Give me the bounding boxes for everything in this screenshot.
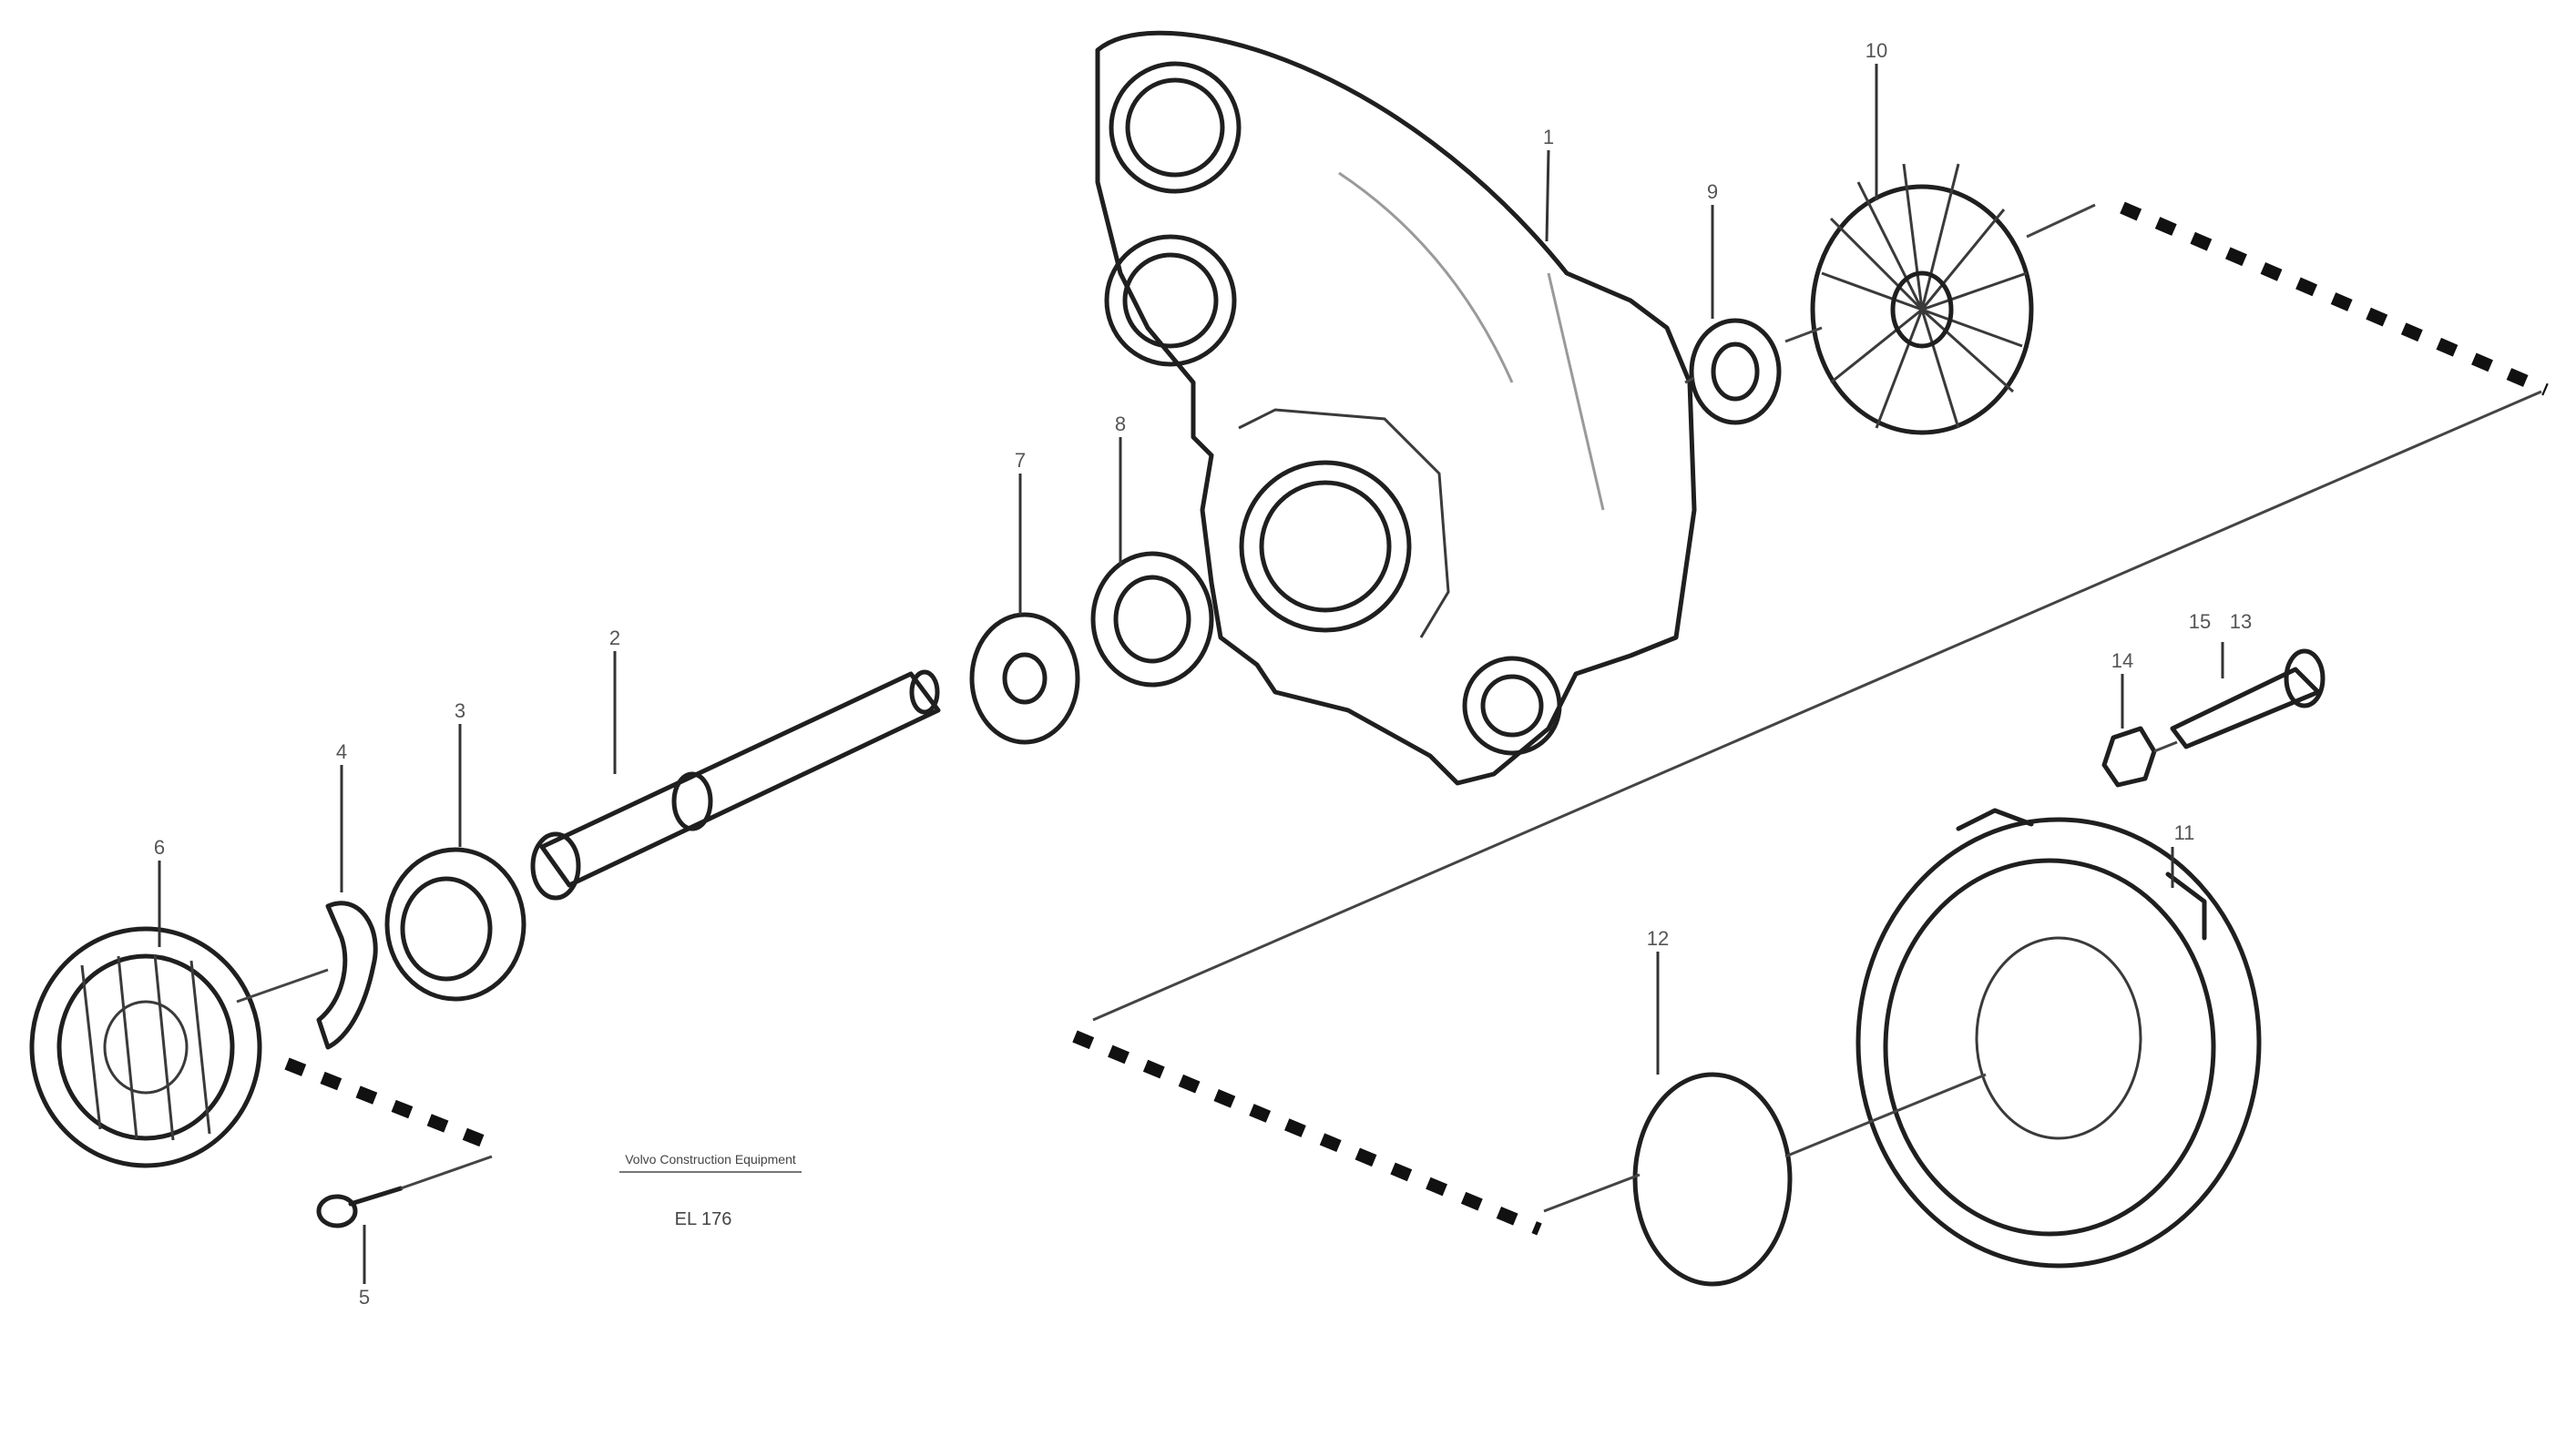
- callout-3: 3: [455, 699, 465, 722]
- callout-7: 7: [1015, 449, 1026, 472]
- callout-15: 15: [2189, 610, 2211, 633]
- callout-1: 1: [1543, 126, 1554, 148]
- callout-4: 4: [336, 740, 347, 763]
- callout-13: 13: [2230, 610, 2252, 633]
- callout-6: 6: [154, 836, 165, 859]
- spacer-7: [969, 612, 1080, 745]
- reference-code: EL 176: [675, 1209, 732, 1229]
- drive-gear: [29, 926, 262, 1168]
- assembly-axes: [236, 203, 2542, 1213]
- bolt: [316, 1186, 404, 1228]
- bearing-3: [384, 847, 526, 1002]
- callout-12: 12: [1647, 927, 1669, 950]
- reference-caption: Volvo Construction Equipment: [625, 1152, 796, 1167]
- callout-9: 9: [1707, 180, 1718, 203]
- callout-14: 14: [2111, 649, 2133, 672]
- reference-block: Volvo Construction Equipment EL 176: [619, 1152, 802, 1229]
- seal-ring: [1689, 318, 1782, 425]
- bearing-8: [1090, 551, 1214, 688]
- screw: [2170, 648, 2326, 749]
- callout-8: 8: [1115, 413, 1126, 435]
- o-ring: [1632, 1072, 1793, 1287]
- callout-5: 5: [359, 1286, 370, 1309]
- retaining-clip: [316, 901, 378, 1050]
- dashed-connectors: [284, 201, 2549, 1236]
- nut: [2101, 726, 2157, 788]
- callout-11: 11: [2174, 821, 2195, 844]
- callout-10: 10: [1866, 39, 1887, 62]
- callout-2: 2: [609, 627, 620, 649]
- impeller: [1810, 163, 2034, 435]
- gear-housing: [1095, 30, 1697, 786]
- shaft: [530, 669, 941, 901]
- leader-lines: [158, 64, 2224, 1284]
- end-cover: [1855, 808, 2262, 1269]
- callout-labels: 1 2 3 4 5 6 7 8 9 10 11 12 13 14 15: [154, 39, 2252, 1309]
